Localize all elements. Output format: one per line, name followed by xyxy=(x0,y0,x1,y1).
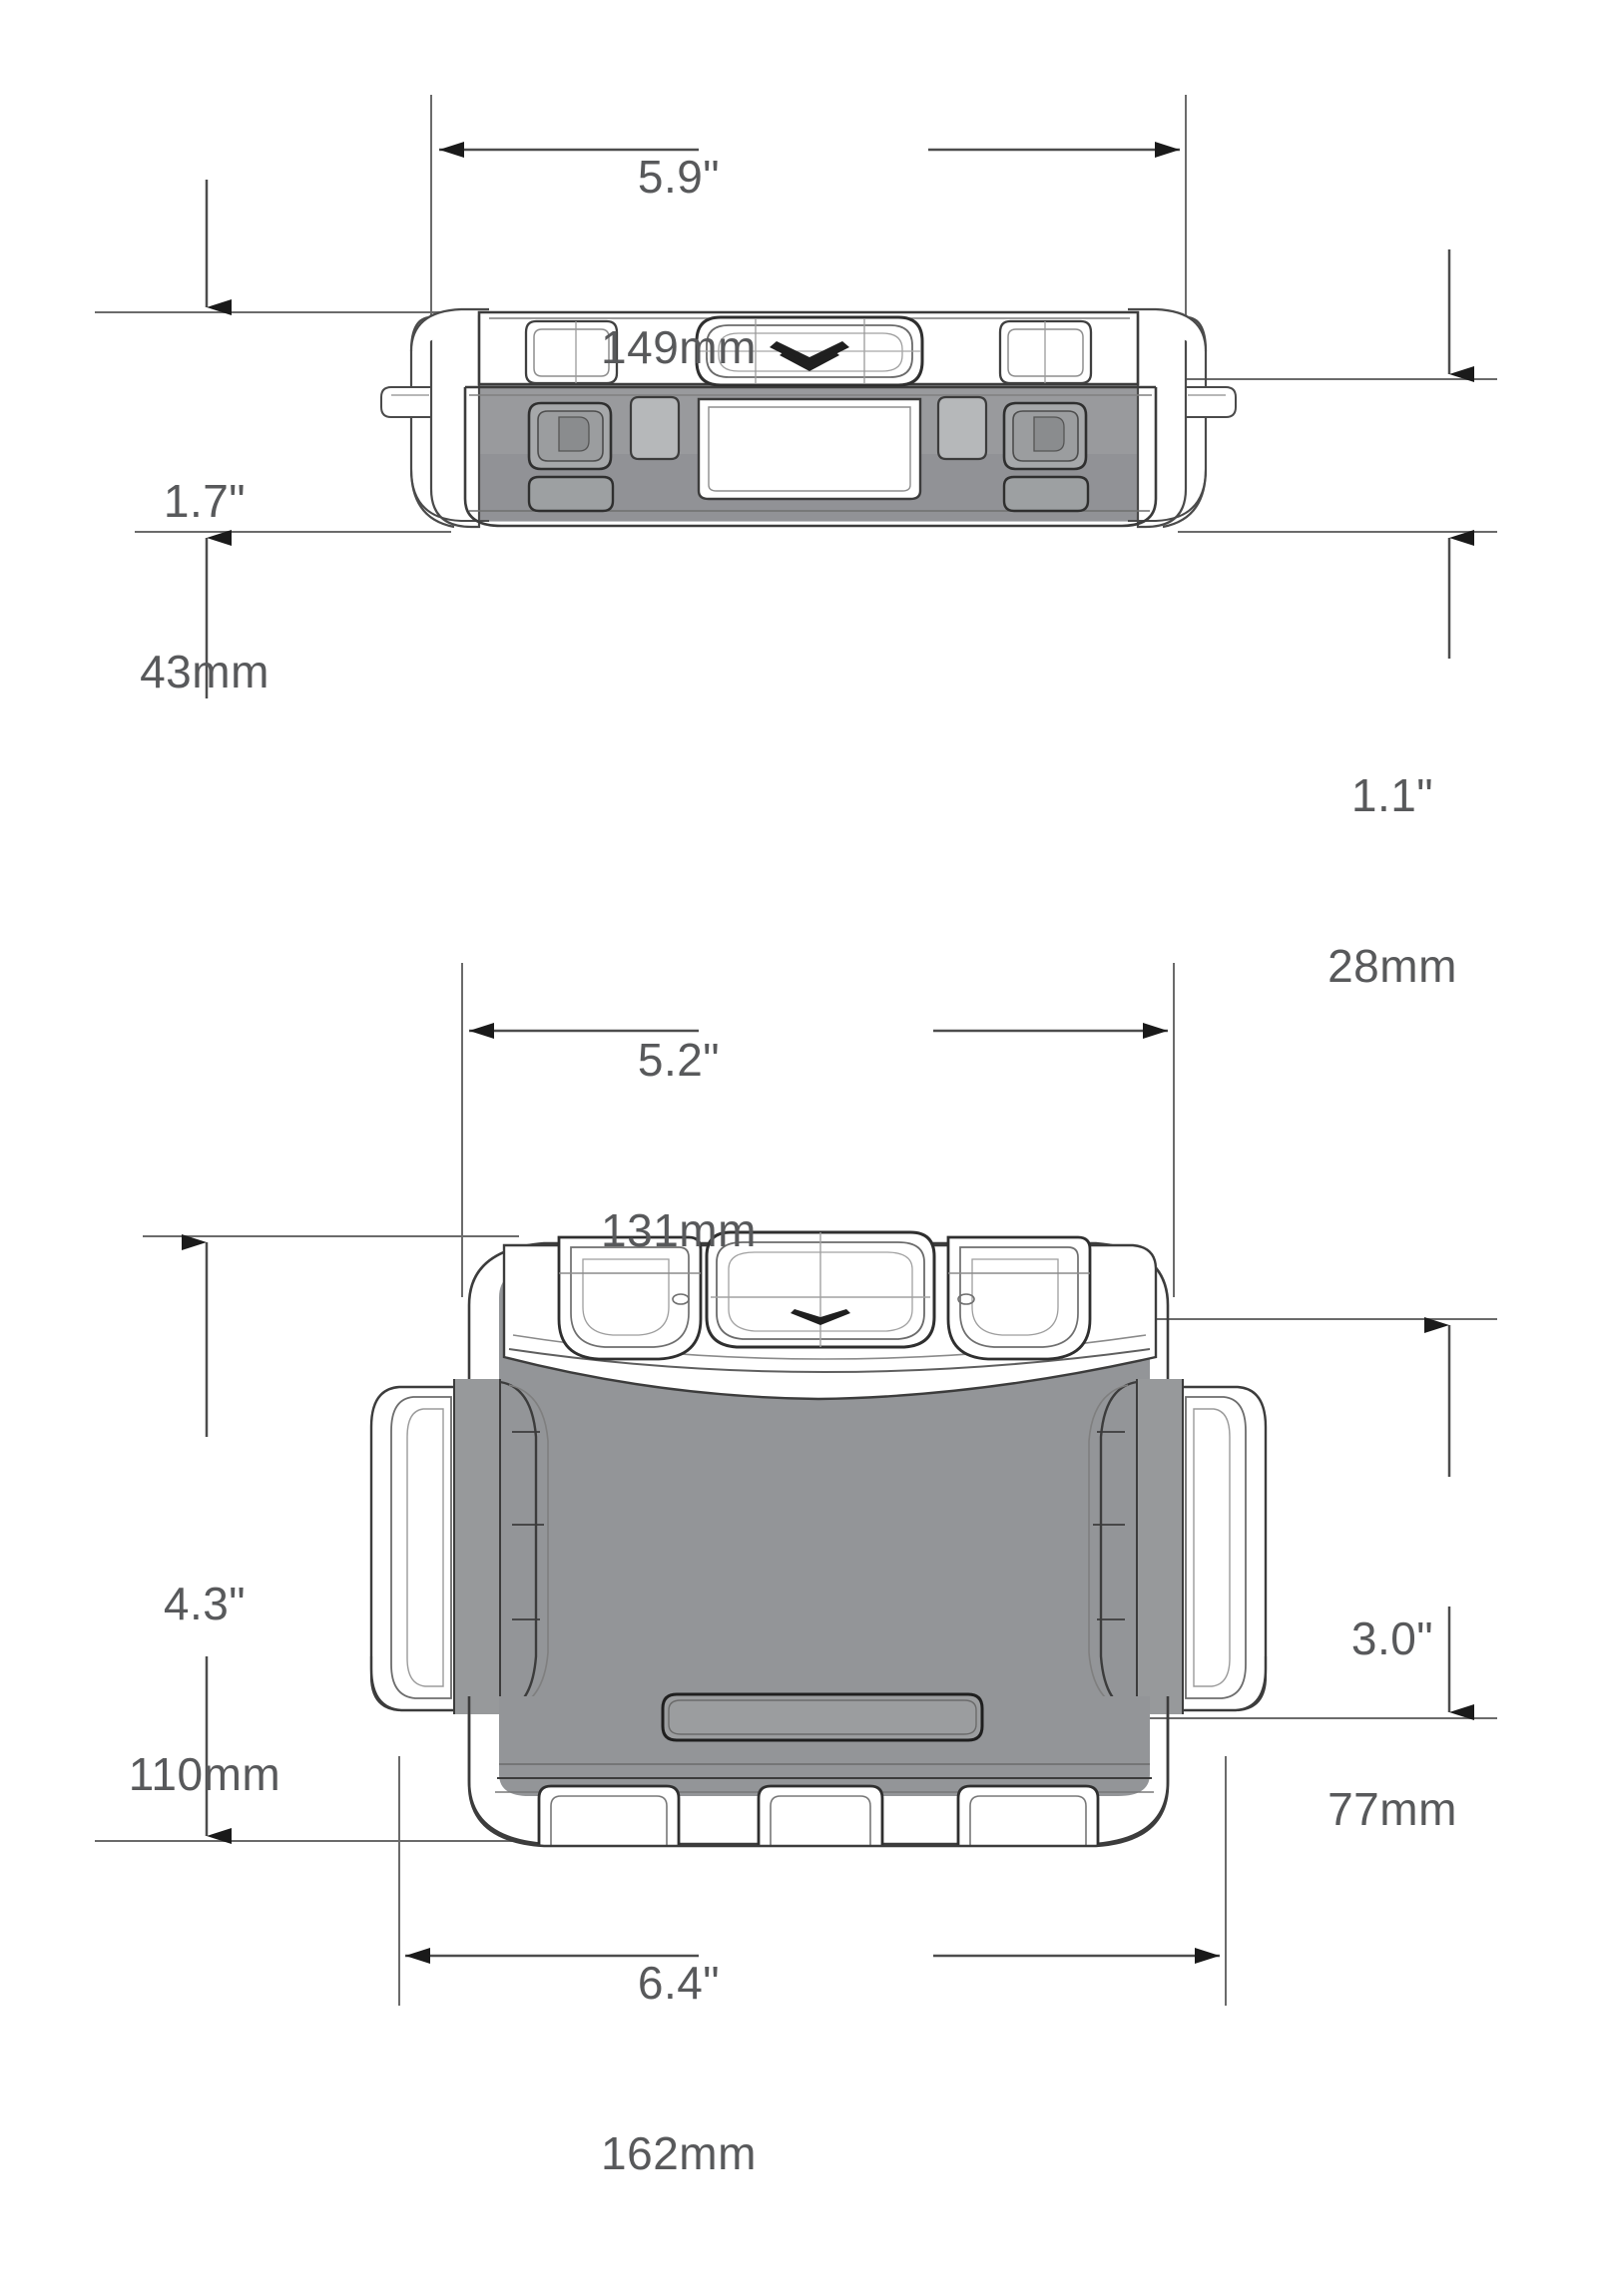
dim-value-inches: 1.1" xyxy=(1350,769,1434,821)
dim-value-mm: 110mm xyxy=(128,1748,281,1800)
latch-plan-lower-right xyxy=(956,1784,1100,1846)
front-view-group xyxy=(95,95,1497,698)
dim-label-interior-width-plan: 5.2" 131mm xyxy=(559,918,798,1373)
drawing-canvas: 5.9" 149mm 1.7" 43mm 1.1" 28mm 5.2" 131m… xyxy=(85,35,1512,2179)
dim-label-overall-height-front: 1.7" 43mm xyxy=(85,359,324,814)
latch-plan-lower-left xyxy=(537,1784,681,1846)
latch-plan-lower-center xyxy=(757,1784,884,1846)
center-latch-handle xyxy=(695,315,924,387)
dim-label-body-height-front: 1.1" 28mm xyxy=(1273,654,1512,1109)
case-front-elevation xyxy=(380,307,1237,529)
dim-value-mm: 131mm xyxy=(601,1204,757,1256)
bottom-edge-plan xyxy=(495,1692,1154,1846)
dim-label-overall-width-plan: 6.4" 162mm xyxy=(559,1841,798,2296)
side-wing-right xyxy=(1088,1379,1268,1714)
dim-value-inches: 5.2" xyxy=(637,1034,721,1086)
case-plan-view xyxy=(369,1230,1268,1848)
base-feet xyxy=(527,475,1090,513)
dim-value-mm: 43mm xyxy=(140,646,269,697)
dim-value-inches: 1.7" xyxy=(163,475,247,527)
latch-plan-upper-left xyxy=(557,1235,703,1361)
latch-right-lower xyxy=(1002,401,1088,471)
dim-value-inches: 4.3" xyxy=(163,1578,247,1629)
latch-rib-right xyxy=(936,395,988,461)
label-plate xyxy=(661,1692,984,1742)
dim-value-mm: 149mm xyxy=(601,321,757,373)
dim-label-overall-width-front: 5.9" 149mm xyxy=(559,35,798,490)
dim-value-inches: 3.0" xyxy=(1350,1612,1434,1664)
latch-left-lower xyxy=(527,401,613,471)
dim-value-inches: 5.9" xyxy=(637,151,721,203)
dim-value-mm: 28mm xyxy=(1328,940,1457,992)
dim-label-interior-depth-plan: 3.0" 77mm xyxy=(1273,1497,1512,1952)
latch-rib-left xyxy=(629,395,681,461)
brand-chevron-icon xyxy=(770,341,849,371)
side-wing-left xyxy=(369,1379,549,1714)
dim-value-mm: 77mm xyxy=(1328,1783,1457,1835)
front-extension-lines xyxy=(95,95,1497,533)
dim-label-overall-depth-plan: 4.3" 110mm xyxy=(85,1462,324,1917)
latch-left-upper xyxy=(524,319,619,385)
latch-plan-upper-right xyxy=(946,1235,1092,1361)
technical-drawing-svg xyxy=(95,95,1497,2006)
dim-value-inches: 6.4" xyxy=(637,1957,721,2009)
latch-right-upper xyxy=(998,319,1093,385)
center-handle-plan xyxy=(705,1230,936,1349)
dim-value-mm: 162mm xyxy=(601,2127,757,2179)
plan-view-group xyxy=(95,963,1497,2006)
